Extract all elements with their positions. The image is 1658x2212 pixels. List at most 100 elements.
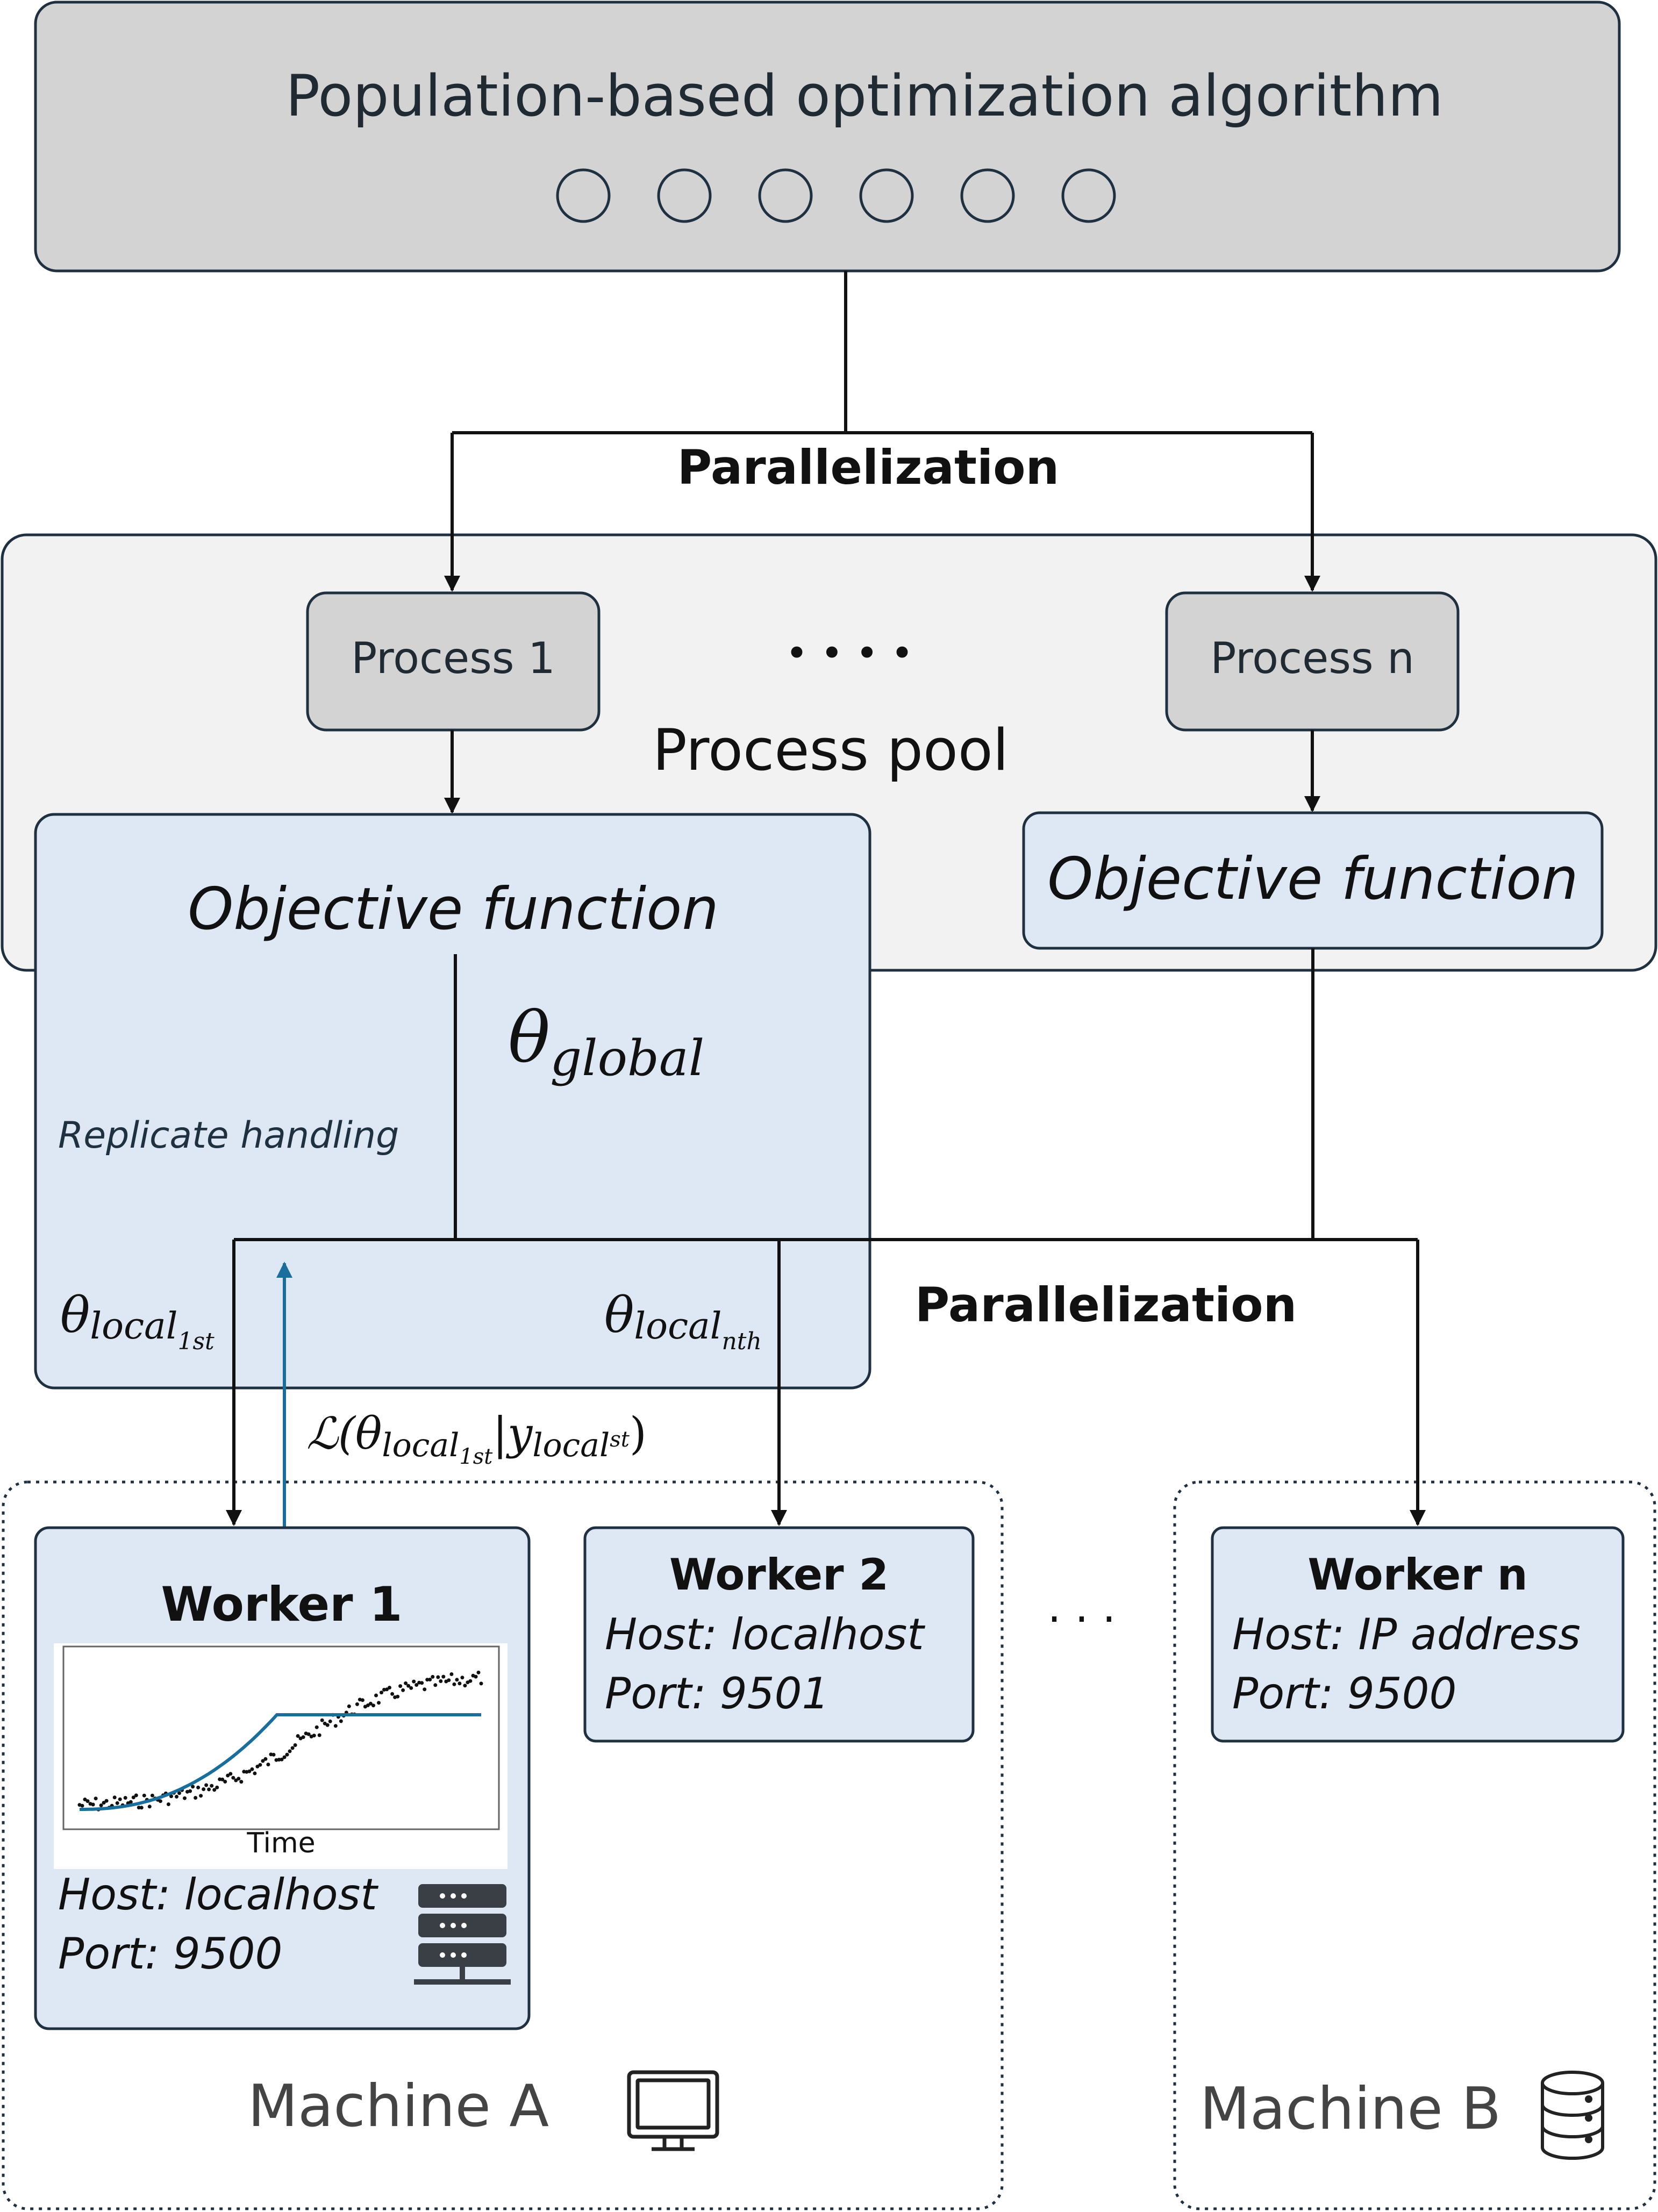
machine-a-label: Machine A [248, 2073, 549, 2140]
worker-1-port: Port: 9500 [58, 1929, 282, 1979]
chart-data-point [328, 1719, 332, 1723]
chart-data-point [237, 1777, 241, 1781]
chart-data-point [423, 1687, 427, 1692]
chart-data-point [339, 1719, 343, 1723]
chart-data-point [436, 1675, 440, 1679]
process-pool-label: Process pool [653, 717, 1009, 783]
worker-n-box [1211, 1526, 1625, 1743]
chart-data-point [271, 1752, 276, 1757]
worker-1-title: Worker 1 [161, 1577, 403, 1632]
chart-data-point [377, 1701, 381, 1705]
chart-data-point [183, 1796, 187, 1800]
chart-data-point [388, 1686, 391, 1690]
chart-data-point [315, 1725, 319, 1729]
chart-data-point [131, 1795, 135, 1800]
chart-data-point [234, 1778, 238, 1783]
chart-data-point [385, 1687, 389, 1692]
chart-data-point [452, 1682, 456, 1686]
chart-data-point [231, 1776, 235, 1780]
chart-data-point [85, 1799, 90, 1803]
chart-data-point [401, 1688, 405, 1692]
chart-data-point [366, 1703, 370, 1707]
population-member-circle [1061, 168, 1116, 223]
chart-data-point [404, 1681, 408, 1685]
chart-data-point [115, 1801, 119, 1805]
chart-data-point [409, 1686, 413, 1690]
chart-plot-area [62, 1645, 500, 1830]
objective-function-left-title: Objective function [188, 876, 719, 943]
chart-data-point [476, 1670, 481, 1674]
chart-data-point [355, 1702, 359, 1706]
chart-data-point [460, 1676, 464, 1680]
chart-data-point [202, 1787, 206, 1791]
chart-data-point [137, 1806, 141, 1810]
chart-data-point [91, 1802, 95, 1807]
worker-1-chart: Time [54, 1643, 508, 1869]
chart-data-point [455, 1678, 459, 1682]
chart-data-point [191, 1785, 195, 1789]
population-circles [556, 168, 1116, 223]
chart-data-point [390, 1692, 395, 1696]
chart-data-point [368, 1701, 373, 1706]
chart-data-point [306, 1732, 311, 1736]
chart-data-point [139, 1806, 144, 1810]
chart-data-point [360, 1698, 365, 1702]
theta-global: θglobal [508, 997, 704, 1087]
worker-2-host: Host: localhost [605, 1609, 925, 1659]
objective-function-right-title: Objective function [1047, 846, 1578, 913]
server-icon [414, 1884, 511, 1985]
chart-data-point [296, 1734, 300, 1738]
chart-data-point [347, 1704, 351, 1708]
chart-data-point [433, 1683, 438, 1687]
likelihood-label: ℒ(θlocal1st|ylocalst) [306, 1408, 647, 1469]
chart-line-series [80, 1713, 481, 1811]
machine-b-box [1173, 1480, 1656, 2210]
optimizer-title: Population-based optimization algorithm [285, 63, 1443, 129]
chart-data-point [374, 1693, 378, 1698]
chart-data-point [104, 1799, 109, 1803]
chart-data-point [220, 1777, 225, 1781]
worker-2-port: Port: 9501 [605, 1669, 829, 1719]
chart-data-point [449, 1672, 454, 1676]
monitor-icon [627, 2070, 719, 2151]
worker-n-title: Worker n [1307, 1550, 1527, 1600]
chart-data-point [169, 1794, 173, 1799]
chart-data-point [253, 1771, 257, 1776]
parallelization-label-bottom: Parallelization [915, 1277, 1297, 1333]
chart-data-point [441, 1674, 446, 1679]
process-n-label: Process n [1210, 633, 1414, 683]
theta-local-1st: θlocal1st [60, 1286, 215, 1355]
chart-data-point [226, 1773, 230, 1778]
chart-data-point [425, 1678, 430, 1682]
chart-data-point [118, 1797, 122, 1801]
population-member-circle [859, 168, 914, 223]
chart-data-point [255, 1764, 260, 1769]
worker-2-title: Worker 2 [669, 1550, 889, 1600]
chart-data-point [371, 1703, 375, 1708]
chart-data-point [406, 1684, 411, 1688]
chart-data-point [263, 1757, 268, 1761]
chart-data-point [112, 1795, 117, 1800]
chart-data-point [479, 1681, 483, 1686]
chart-x-axis-label: Time [246, 1827, 315, 1859]
chart-data-point [412, 1679, 416, 1684]
optimizer-box [34, 1, 1621, 273]
chart-data-point [396, 1694, 400, 1699]
chart-data-point [204, 1783, 209, 1787]
worker-2-box [583, 1526, 975, 1743]
population-member-circle [556, 168, 611, 223]
chart-data-point [282, 1755, 287, 1759]
worker-ellipsis: · · · [1047, 1594, 1116, 1644]
chart-data-point [333, 1724, 338, 1728]
chart-data-point [177, 1791, 181, 1795]
chart-data-point [228, 1772, 233, 1776]
chart-data-point [301, 1735, 305, 1739]
chart-data-point [290, 1746, 295, 1750]
objective-function-left-box [34, 813, 871, 1390]
chart-data-point [218, 1777, 222, 1781]
chart-data-point [212, 1788, 217, 1792]
population-member-circle [657, 168, 712, 223]
chart-data-point [247, 1769, 252, 1773]
chart-data-point [320, 1718, 324, 1722]
